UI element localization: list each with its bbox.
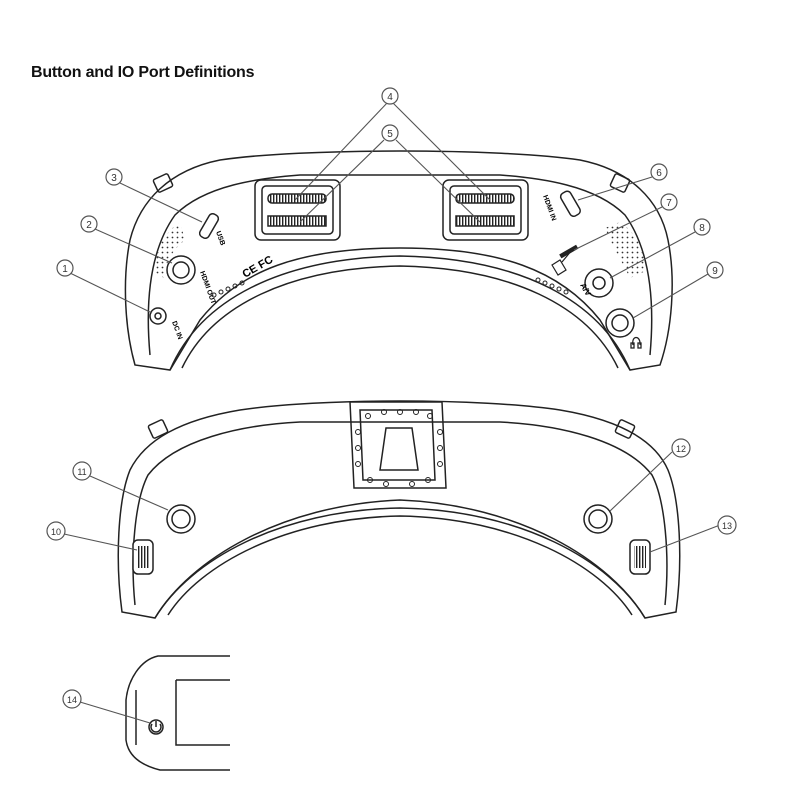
callout-10: 10 [46, 521, 66, 541]
power-side-view [125, 655, 230, 771]
callout-9-number: 9 [712, 266, 718, 277]
front-center-module [349, 401, 447, 489]
sd-card-slot[interactable] [559, 244, 579, 259]
front-center-bolts [355, 409, 443, 487]
usb-label: USB [214, 230, 226, 246]
callout-14-number: 14 [67, 695, 77, 705]
callout-13: 13 [717, 515, 737, 535]
callout-6: 6 [650, 163, 668, 181]
callout-9: 9 [706, 261, 724, 279]
callout-8-number: 8 [699, 223, 705, 234]
callout-7-number: 7 [666, 198, 672, 209]
sd-card-icon [551, 249, 573, 276]
certification-mark: CE FC [241, 254, 276, 281]
usb-port[interactable] [198, 212, 220, 240]
led-dots-right [535, 277, 569, 295]
av-port[interactable] [584, 268, 614, 298]
callout-1-number: 1 [62, 264, 68, 275]
callout-1: 1 [56, 259, 74, 277]
audio-jack[interactable] [605, 308, 635, 338]
callout-12: 12 [671, 438, 691, 458]
front-view-goggles [117, 400, 681, 619]
callout-5-number: 5 [387, 129, 393, 140]
ipd-slider-left [254, 179, 341, 241]
callout-10-number: 10 [51, 527, 61, 537]
rocker-button-10[interactable] [132, 539, 154, 575]
callout-14: 14 [62, 689, 82, 709]
callout-4-number: 4 [387, 92, 393, 103]
ipd-slider-right [442, 179, 529, 241]
leader-lines [63, 101, 721, 724]
page-title: Button and IO Port Definitions [31, 64, 255, 81]
callout-11-number: 11 [77, 467, 86, 477]
callout-3: 3 [105, 168, 123, 186]
callout-7: 7 [660, 193, 678, 211]
callout-13-number: 13 [722, 521, 732, 531]
callout-11: 11 [72, 461, 92, 481]
callout-3-number: 3 [111, 173, 117, 184]
button-11[interactable] [166, 504, 196, 534]
av-label: A/V [578, 282, 593, 299]
headphone-icon [630, 336, 642, 349]
callout-2: 2 [80, 215, 98, 233]
led-dots-left [211, 280, 245, 298]
callout-12-number: 12 [676, 444, 686, 454]
rocker-button-13[interactable] [629, 539, 651, 575]
hdmi-in-port[interactable] [559, 190, 582, 218]
speaker-grille-left [152, 222, 185, 278]
callout-4: 4 [381, 87, 399, 105]
callout-2-number: 2 [86, 220, 92, 231]
callout-5: 5 [381, 124, 399, 142]
hdmi-out-port[interactable] [166, 255, 196, 285]
callout-8: 8 [693, 218, 711, 236]
button-12[interactable] [583, 504, 613, 534]
dc-in-port[interactable] [149, 307, 167, 325]
callout-labels: 1 2 3 4 5 6 7 8 [46, 87, 737, 709]
hdmi-out-label: HDMI OUT [198, 270, 217, 306]
speaker-grille-right [605, 222, 648, 278]
power-button[interactable] [148, 719, 164, 735]
callout-6-number: 6 [656, 168, 662, 179]
dc-in-label: DC IN [170, 320, 183, 340]
top-view-goggles [124, 150, 673, 371]
hdmi-in-label: HDMI IN [541, 194, 557, 222]
